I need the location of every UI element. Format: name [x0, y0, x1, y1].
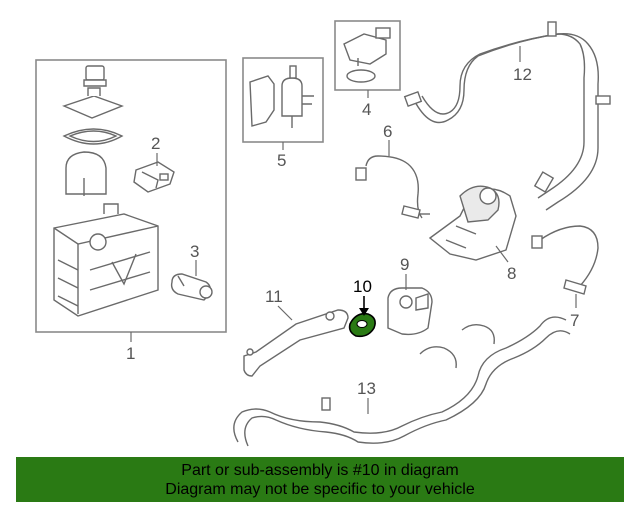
part-7-sensor: [531, 225, 599, 295]
callout-1: 1: [126, 344, 135, 363]
callout-11: 11: [265, 287, 283, 306]
callout-3: 3: [190, 242, 199, 261]
callout-12: 12: [513, 65, 532, 84]
part-4-map-sensor: [343, 27, 391, 83]
callout-9: 9: [400, 255, 409, 274]
callout-6: 6: [383, 122, 392, 141]
banner-line-2: Diagram may not be specific to your vehi…: [165, 481, 475, 498]
parts-diagram: 1 2 3 5 4 12: [35, 20, 611, 447]
callout-8: 8: [507, 264, 516, 283]
callout-4: 4: [362, 100, 371, 119]
callout-7: 7: [570, 311, 579, 330]
callout-2: 2: [151, 134, 160, 153]
part-8-housing: [428, 185, 517, 261]
part-12-hose: [403, 21, 611, 211]
part-1-canister-assembly: [53, 65, 159, 317]
part-10-gasket-highlighted: [348, 312, 376, 338]
callout-13: 13: [357, 379, 376, 398]
leader-8: [495, 245, 509, 263]
leader-10-arrowhead: [359, 308, 369, 316]
banner-line-1: Part or sub-assembly is #10 in diagram: [181, 462, 459, 479]
part-5-purge-valve: [249, 65, 314, 128]
part-13-hose: [233, 316, 571, 447]
callout-5: 5: [277, 151, 286, 170]
leader-11: [277, 305, 293, 321]
part-11-bracket: [243, 309, 349, 377]
callout-10: 10: [353, 277, 372, 296]
part-3-sensor: [170, 273, 213, 301]
part-2-valve: [133, 161, 175, 193]
part-9-pump: [387, 287, 433, 336]
info-banner: Part or sub-assembly is #10 in diagram D…: [16, 457, 624, 502]
part-6-sensor: [355, 155, 430, 219]
